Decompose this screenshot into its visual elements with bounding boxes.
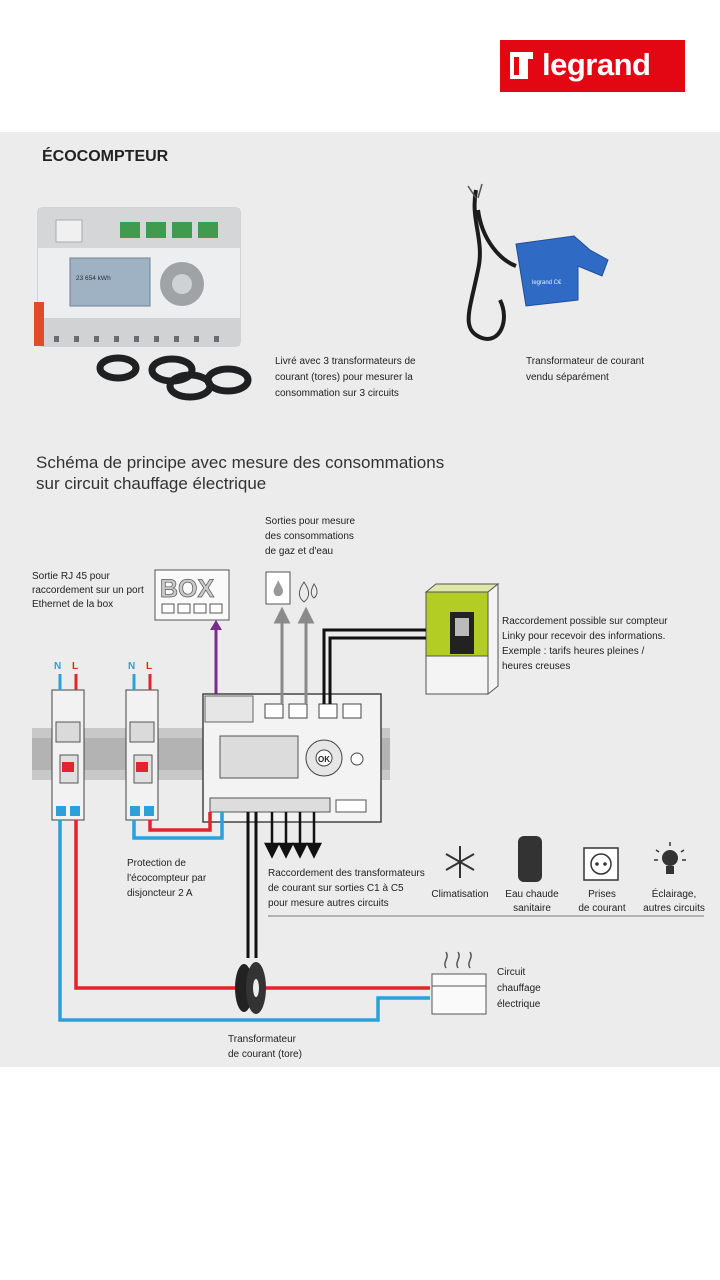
caption-rj45: Sortie RJ 45 pour raccordement sur un po… [32,571,144,610]
product-title: ÉCOCOMPTEUR [42,148,169,165]
circuit-label-eau-chaude: Eau chaude sanitaire [505,889,559,914]
water-heater-icon [518,836,542,882]
water-drop-icon [298,581,318,603]
ok-button-label: OK [318,755,330,764]
device-screen-value: 23 654 kWh [76,275,111,282]
brand-name: legrand [542,47,651,82]
linky-meter [424,582,500,696]
internet-box [154,569,230,621]
gas-water-outputs [273,606,315,704]
breaker-2a [125,689,159,821]
electric-heater [431,951,487,1015]
breaker-main [51,689,85,821]
snowflake-icon [445,846,475,878]
line-label-1: L [72,661,78,672]
caption-tores: Livré avec 3 transformateurs de courant … [275,356,416,399]
gas-meter-icon [265,571,291,605]
caption-tore: Transformateur de courant (tore) [228,1034,302,1060]
linky-cable-1 [328,636,426,704]
caption-protection: Protection de l'écocompteur par disjonct… [127,858,207,899]
line-label-2: L [146,661,152,672]
caption-heating: Circuit chauffage électrique [497,967,541,1010]
circuit-label-climatisation: Climatisation [431,889,489,900]
caption-tore-outputs: Raccordement des transformateurs de cour… [268,868,425,909]
ecocompteur-module [202,693,382,823]
product-illustrations: 23 654 kWh legrand C€ [34,183,609,401]
wiring-schematic: N L N L BOX OK [32,569,704,1022]
schema-heading: Schéma de principe avec mesure des conso… [36,453,445,493]
ecocompteur-device-image [34,207,241,347]
circuit-label-prises: Prises de courant [578,889,626,914]
bulb-icon [654,842,686,874]
current-sensor-image [466,183,609,341]
circuit-label-eclairage: Éclairage, autres circuits [643,889,705,914]
neutral-label-1: N [54,661,61,672]
legrand-mark-icon [510,52,533,79]
current-transformer-tore [235,962,266,1014]
socket-icon [583,847,619,881]
supply-wires [58,674,152,690]
neutral-label-2: N [128,661,135,672]
legrand-logo: legrand [500,40,685,92]
box-label: BOX [160,575,215,603]
sensor-brand-label: legrand C€ [532,280,562,286]
power-wiring [58,812,430,1022]
linky-cable-2 [322,628,426,704]
caption-gas-water: Sorties pour mesure des consommations de… [265,516,356,557]
tore-output-arrows [263,812,323,859]
caption-linky: Raccordement possible sur compteur Linky… [502,616,668,672]
caption-sensor: Transformateur de courant vendu séparéme… [526,356,645,383]
tores-image [96,354,252,401]
